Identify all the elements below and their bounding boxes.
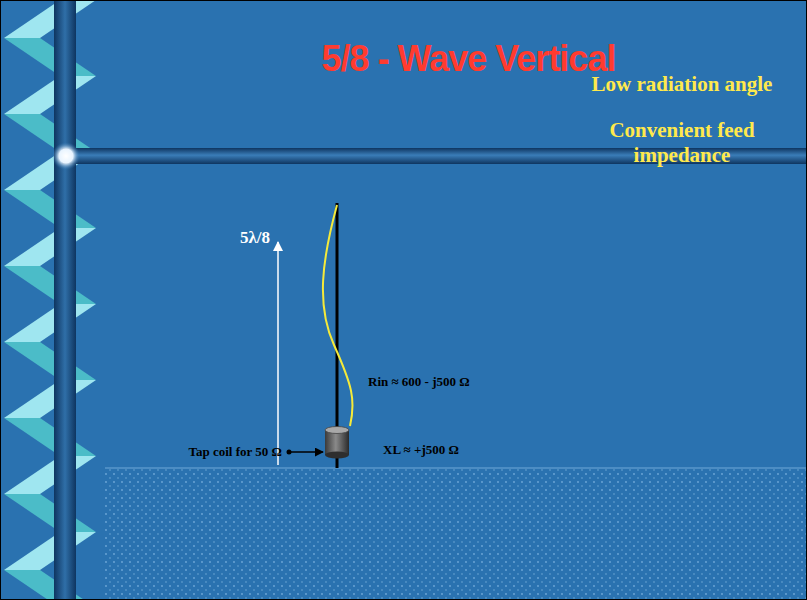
vertical-bar [54, 0, 76, 600]
tap-leader [291, 451, 323, 453]
reactance-label: XL ≈ +j500 Ω [383, 442, 543, 458]
ground-plane [105, 468, 807, 600]
tap-point [287, 450, 292, 455]
impedance-label: Rin ≈ 600 - j500 Ω [368, 374, 568, 390]
bullet-point: Low radiation angle [572, 72, 792, 97]
length-label: 5λ/8 [190, 228, 270, 248]
ground-edge [105, 468, 807, 469]
length-arrow [277, 242, 279, 465]
tap-label: Tap coil for 50 Ω [112, 444, 282, 460]
ribbon-decoration [0, 0, 100, 600]
bullet-point: Convenient feed impedance [572, 118, 792, 168]
glow-dot [52, 142, 80, 170]
current-distribution-curve [323, 205, 353, 426]
loading-coil [325, 427, 349, 459]
